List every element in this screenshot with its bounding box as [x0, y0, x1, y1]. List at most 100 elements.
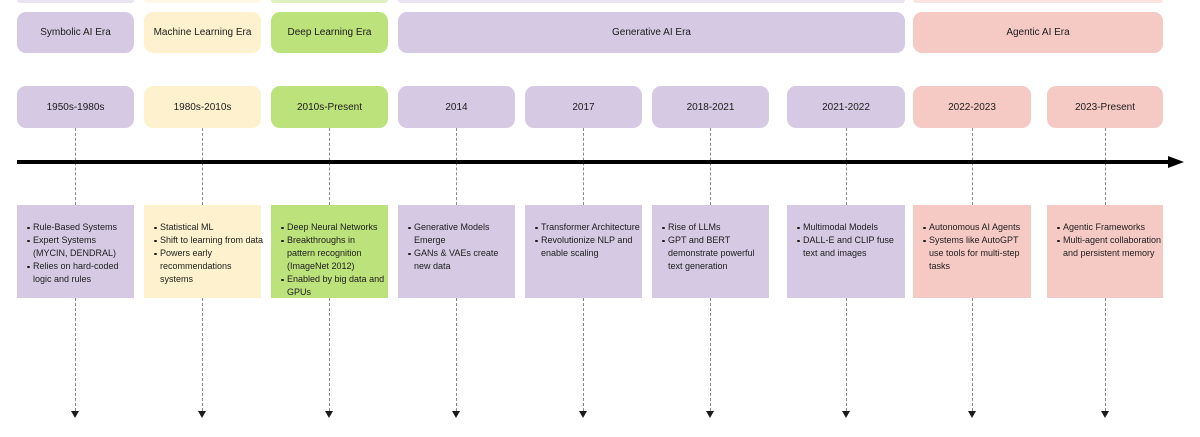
- bullet-item: DALL-E and CLIP fuse text and images: [795, 234, 903, 260]
- date-label: 2023-Present: [1074, 101, 1136, 113]
- down-arrowhead-icon: [325, 411, 333, 418]
- content-box-deep-learning: Deep Neural Networks Breakthroughs in pa…: [271, 205, 388, 298]
- bullet-item: Rise of LLMs: [660, 221, 767, 234]
- bullet-list: Agentic Frameworks Multi-agent collabora…: [1047, 205, 1163, 260]
- bullet-item: Generative Models Emerge: [406, 221, 513, 247]
- era-label: Generative AI Era: [612, 27, 691, 38]
- bullet-item: Transformer Architecture: [533, 221, 640, 234]
- down-arrowhead-icon: [1101, 411, 1109, 418]
- bullet-list: Multimodal Models DALL-E and CLIP fuse t…: [787, 205, 905, 260]
- date-box-1980s-2010s: 1980s-2010s: [144, 86, 261, 128]
- date-label: 2017: [572, 101, 595, 113]
- connector-dashed-line: [710, 128, 711, 205]
- cropped-era-strip: [271, 0, 388, 3]
- bullet-item: GPT and BERT demonstrate powerful text g…: [660, 234, 767, 273]
- connector-dashed-line: [329, 128, 330, 205]
- content-box-symbolic-ai: Rule-Based Systems Expert Systems (MYCIN…: [17, 205, 134, 298]
- bullet-item: GANs & VAEs create new data: [406, 247, 513, 273]
- bullet-list: Transformer Architecture Revolutionize N…: [525, 205, 642, 260]
- era-label: Agentic AI Era: [1006, 27, 1070, 38]
- down-arrowhead-icon: [71, 411, 79, 418]
- bullet-item: Revolutionize NLP and enable scaling: [533, 234, 640, 260]
- connector-dashed-line: [846, 128, 847, 205]
- down-arrowhead-icon: [452, 411, 460, 418]
- connector-dashed-line: [202, 298, 203, 411]
- bullet-item: Systems like AutoGPT use tools for multi…: [921, 234, 1029, 273]
- cropped-era-strip: [398, 0, 905, 3]
- bullet-item: Multi-agent collaboration and persistent…: [1055, 234, 1161, 260]
- era-box-agentic-ai: Agentic AI Era: [913, 12, 1163, 53]
- date-box-1950s-1980s: 1950s-1980s: [17, 86, 134, 128]
- bullet-list: Generative Models Emerge GANs & VAEs cre…: [398, 205, 515, 273]
- connector-dashed-line: [710, 298, 711, 411]
- bullet-list: Deep Neural Networks Breakthroughs in pa…: [271, 205, 388, 299]
- bullet-list: Rule-Based Systems Expert Systems (MYCIN…: [17, 205, 134, 286]
- timeline-axis-arrowhead-icon: [1168, 156, 1184, 168]
- connector-dashed-line: [583, 128, 584, 205]
- bullet-item: Powers early recommendations systems: [152, 247, 259, 286]
- date-box-2023-present: 2023-Present: [1047, 86, 1163, 128]
- date-box-2017: 2017: [525, 86, 642, 128]
- connector-dashed-line: [972, 298, 973, 411]
- connector-dashed-line: [846, 298, 847, 411]
- bullet-item: Expert Systems (MYCIN, DENDRAL): [25, 234, 132, 260]
- bullet-item: Shift to learning from data: [152, 234, 263, 247]
- date-box-2010s-present: 2010s-Present: [271, 86, 388, 128]
- date-box-2018-2021: 2018-2021: [652, 86, 769, 128]
- content-box-2014: Generative Models Emerge GANs & VAEs cre…: [398, 205, 515, 298]
- connector-dashed-line: [972, 128, 973, 205]
- era-label: Machine Learning Era: [153, 27, 252, 38]
- connector-dashed-line: [75, 128, 76, 205]
- cropped-era-strip: [17, 0, 134, 3]
- bullet-list: Rise of LLMs GPT and BERT demonstrate po…: [652, 205, 769, 273]
- down-arrowhead-icon: [968, 411, 976, 418]
- connector-dashed-line: [456, 128, 457, 205]
- connector-dashed-line: [583, 298, 584, 411]
- era-box-machine-learning: Machine Learning Era: [144, 12, 261, 53]
- content-box-machine-learning: Statistical ML Shift to learning from da…: [144, 205, 263, 298]
- connector-dashed-line: [75, 298, 76, 411]
- bullet-item: Statistical ML: [152, 221, 259, 234]
- bullet-item: Breakthroughs in pattern recognition (Im…: [279, 234, 386, 273]
- connector-dashed-line: [202, 128, 203, 205]
- content-box-2017: Transformer Architecture Revolutionize N…: [525, 205, 642, 298]
- content-box-2021-2022: Multimodal Models DALL-E and CLIP fuse t…: [787, 205, 905, 298]
- date-label: 1980s-2010s: [173, 101, 232, 113]
- era-box-symbolic-ai: Symbolic AI Era: [17, 12, 134, 53]
- content-box-2022-2023: Autonomous AI Agents Systems like AutoGP…: [913, 205, 1031, 298]
- era-box-generative-ai: Generative AI Era: [398, 12, 905, 53]
- date-label: 2014: [445, 101, 468, 113]
- down-arrowhead-icon: [842, 411, 850, 418]
- date-box-2014: 2014: [398, 86, 515, 128]
- bullet-item: Autonomous AI Agents: [921, 221, 1029, 234]
- down-arrowhead-icon: [198, 411, 206, 418]
- connector-dashed-line: [329, 298, 330, 411]
- date-label: 1950s-1980s: [46, 101, 105, 113]
- bullet-item: Relies on hard-coded logic and rules: [25, 260, 132, 286]
- date-label: 2022-2023: [948, 101, 996, 113]
- connector-dashed-line: [1105, 298, 1106, 411]
- content-box-2018-2021: Rise of LLMs GPT and BERT demonstrate po…: [652, 205, 769, 298]
- date-label: 2021-2022: [822, 101, 870, 113]
- connector-dashed-line: [1105, 128, 1106, 205]
- era-label: Deep Learning Era: [287, 27, 372, 38]
- cropped-era-strip: [913, 0, 1163, 3]
- date-box-2022-2023: 2022-2023: [913, 86, 1031, 128]
- timeline-axis-line: [17, 160, 1169, 164]
- bullet-item: Multimodal Models: [795, 221, 903, 234]
- cropped-era-strip: [144, 0, 261, 3]
- connector-dashed-line: [456, 298, 457, 411]
- date-label: 2018-2021: [686, 101, 735, 113]
- content-box-2023-present: Agentic Frameworks Multi-agent collabora…: [1047, 205, 1163, 298]
- era-box-deep-learning: Deep Learning Era: [271, 12, 388, 53]
- bullet-list: Autonomous AI Agents Systems like AutoGP…: [913, 205, 1031, 273]
- bullet-list: Statistical ML Shift to learning from da…: [144, 205, 263, 286]
- down-arrowhead-icon: [579, 411, 587, 418]
- bullet-item: Agentic Frameworks: [1055, 221, 1161, 234]
- bullet-item: Rule-Based Systems: [25, 221, 132, 234]
- bullet-item: Deep Neural Networks: [279, 221, 386, 234]
- bullet-item: Enabled by big data and GPUs: [279, 273, 386, 299]
- date-box-2021-2022: 2021-2022: [787, 86, 905, 128]
- down-arrowhead-icon: [706, 411, 714, 418]
